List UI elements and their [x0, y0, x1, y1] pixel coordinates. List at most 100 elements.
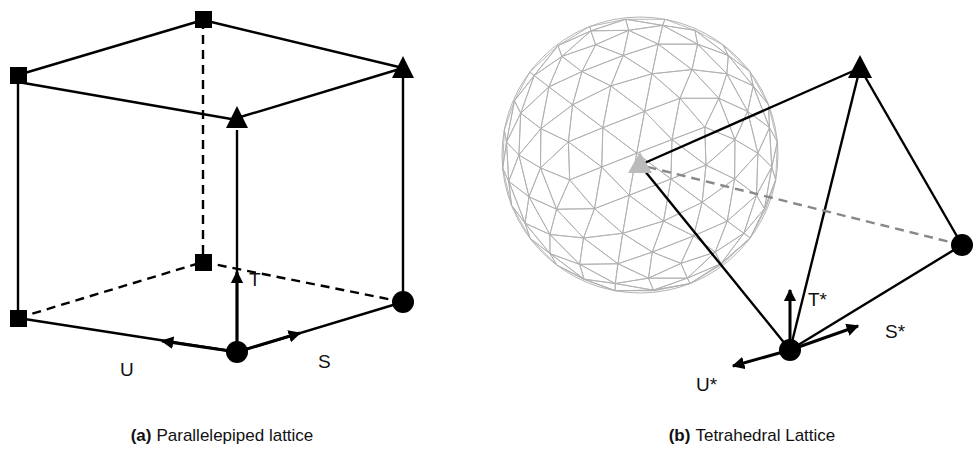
sphere-facet: [671, 165, 706, 202]
sphere-facet: [558, 26, 591, 45]
sphere-facet: [540, 168, 569, 209]
sphere-facet: [764, 167, 775, 209]
sphere-facet: [671, 140, 706, 179]
sphere-facet: [748, 111, 770, 153]
sphere-facet: [694, 202, 728, 236]
sphere-facet: [611, 74, 652, 112]
sphere-facet: [645, 98, 680, 139]
sphere-facet: [615, 264, 648, 284]
sphere-facet: [680, 98, 719, 127]
basis-arrows-star: [733, 290, 858, 366]
sphere-facet: [721, 238, 750, 264]
sphere-facet: [562, 31, 596, 57]
lattice-points: [10, 11, 414, 363]
sphere-facet: [663, 19, 695, 30]
sphere-facet: [652, 221, 693, 252]
sphere-facet: [727, 195, 756, 233]
sphere-facet: [645, 74, 680, 112]
inner-point: [628, 152, 652, 173]
sphere-facet: [770, 128, 778, 167]
geodesic-sphere: [502, 17, 778, 293]
sphere-facet: [603, 86, 645, 128]
sphere-facet: [757, 153, 772, 195]
basis-arrows: [162, 272, 300, 352]
sphere-facet: [705, 127, 735, 165]
sphere-facet: [648, 252, 681, 278]
figure-caption: (a)Parallelepiped lattice: [131, 426, 314, 446]
sphere-facet: [562, 45, 596, 72]
sphere-facet: [507, 101, 521, 142]
sphere-facet: [557, 180, 595, 209]
sphere-facet: [602, 128, 637, 167]
sphere-facet: [568, 128, 602, 167]
sphere-facet: [623, 221, 664, 252]
sphere-facet: [602, 153, 637, 195]
sphere-facet: [603, 111, 645, 153]
sphere-facet: [521, 87, 549, 129]
sphere-facet: [715, 221, 744, 252]
sphere-facet: [623, 195, 664, 233]
sphere-facet: [615, 290, 654, 292]
sphere-facet: [618, 233, 652, 263]
axis-label: S: [318, 352, 331, 373]
axis-label: T*: [808, 290, 827, 311]
sphere-facet: [672, 127, 706, 165]
sphere-facet: [695, 30, 728, 55]
sphere-facet: [549, 56, 582, 86]
sphere-facet: [503, 168, 512, 205]
sphere-facet: [618, 252, 652, 278]
sphere-facet: [658, 25, 697, 44]
sphere-facet: [584, 233, 623, 263]
parallelepiped: [18, 20, 403, 352]
sphere-facet: [757, 167, 772, 209]
sphere-facet: [530, 238, 557, 265]
sphere-facet: [748, 86, 770, 128]
sphere-facet: [570, 167, 602, 209]
lattice-points-star: [779, 55, 973, 361]
sphere-facet: [550, 209, 584, 238]
sphere-facet: [550, 254, 584, 280]
sphere-facet: [594, 167, 629, 209]
axis-label: T: [249, 270, 261, 291]
sphere-facet: [530, 46, 558, 76]
sphere-facet: [529, 197, 557, 235]
sphere-facet: [702, 179, 734, 221]
sphere-facet: [692, 44, 727, 74]
sphere-facet: [525, 197, 550, 235]
tetrahedron: [640, 68, 962, 350]
sphere-facet: [623, 30, 658, 55]
figure-caption: (b)Tetrahedral Lattice: [669, 426, 836, 446]
sphere-facet: [680, 70, 719, 99]
sphere-facet: [591, 19, 629, 31]
sphere-facet: [652, 44, 692, 74]
sphere-facet: [626, 19, 665, 25]
sphere-facet: [728, 55, 753, 85]
sphere-facet: [637, 111, 672, 153]
sphere-facet: [690, 264, 722, 284]
sphere-facet: [519, 113, 541, 155]
sphere-facet: [550, 234, 584, 264]
axis-label: U: [120, 360, 134, 381]
sphere-facet: [550, 254, 584, 280]
sphere-facet: [573, 86, 611, 128]
sphere-facet: [557, 209, 595, 238]
panel-letter: (b): [669, 426, 691, 446]
sphere-facet: [615, 284, 653, 291]
sphere-facet: [695, 30, 728, 55]
sphere-facet: [629, 179, 671, 221]
sphere-facet: [706, 140, 735, 179]
sphere-facet: [503, 142, 509, 181]
sphere-facet: [727, 179, 756, 221]
sphere-facet: [540, 129, 568, 168]
sphere-facet: [509, 181, 529, 223]
axis-label: U*: [696, 375, 717, 396]
sphere-facet: [534, 46, 562, 76]
sphere-facet: [509, 155, 529, 197]
sphere-facet: [558, 31, 591, 57]
sphere-facet: [721, 233, 750, 263]
sphere-facet: [507, 113, 521, 155]
axis-label: S*: [885, 322, 905, 343]
panel-title: Parallelepiped lattice: [156, 426, 313, 446]
sphere-facet: [615, 278, 653, 290]
